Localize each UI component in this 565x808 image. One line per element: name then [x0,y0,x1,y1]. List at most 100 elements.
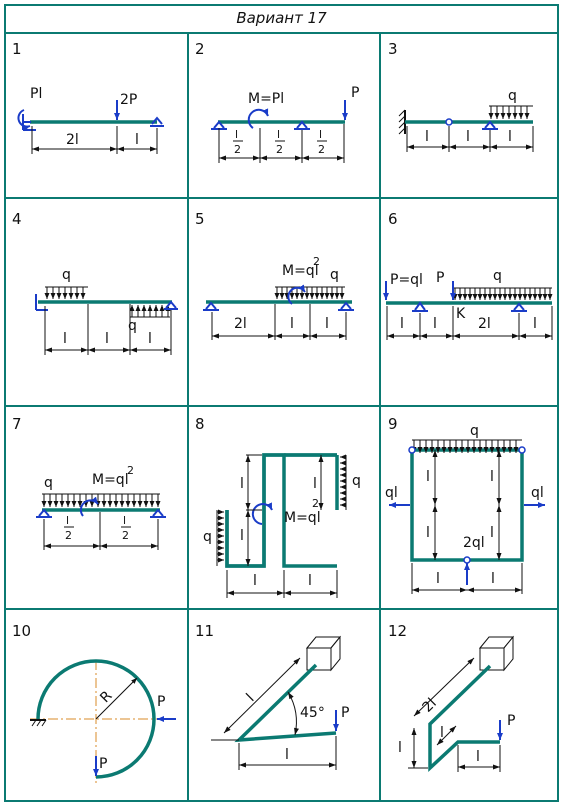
fraction-numerator: l [319,128,322,141]
radius-line [95,677,138,720]
problem-number: 2 [195,40,205,58]
moment-exponent: 2 [313,255,320,268]
dimension-label: l [290,316,294,332]
problem-3-diagram: q l l l [398,88,534,152]
dimension-label: l [308,573,312,589]
fraction-numerator: l [123,514,126,527]
distributed-load [452,288,553,300]
dimension-label: l [244,691,258,705]
problem-10-diagram: R P P [30,659,176,785]
dimension-label: l [313,476,317,492]
force-label: P [436,270,444,286]
problem-number: 9 [388,415,398,433]
dimension-lines [211,304,347,340]
dimension-label: l [491,571,495,587]
load-label: q [44,475,53,491]
moment-exponent: 2 [312,497,319,510]
dimension-label: l [425,129,429,145]
dimension-label: l [476,749,480,765]
moment-arrow [79,496,99,517]
fraction-denominator: 2 [318,143,325,156]
moment-label: M=ql [282,263,319,279]
fraction-denominator: 2 [234,143,241,156]
fraction-numerator: l [66,514,69,527]
problem-number: 1 [12,40,22,58]
moment-label: M=ql [284,510,321,526]
problem-number: 10 [12,622,32,640]
dimension-label: l [440,725,444,741]
problem-11-diagram: P 45° l l [211,635,349,770]
moment-label: M=ql [92,472,129,488]
problem-4-diagram: q q l l l [35,267,178,355]
moment-arrow [251,502,273,525]
hinge [518,446,526,454]
dimension-lines [411,450,523,594]
pin-support [203,301,219,311]
distributed-load [217,509,224,563]
hinge [445,118,453,126]
pin-support [412,301,428,312]
dimension-label: l [433,316,437,332]
dimension-label: 2l [478,316,491,332]
fraction-numerator: l [277,128,280,141]
dimension-label: l [325,316,329,332]
problem-number: 12 [388,622,408,640]
force-label: 2P [120,92,137,108]
dimension-label: 2l [66,132,79,148]
dimension-label: l [398,740,402,756]
problem-number: 11 [195,622,215,640]
dimension-label: l [240,528,244,544]
roller-support [294,120,310,130]
dimension-label: l [533,316,537,332]
wall-block [478,635,515,672]
moment-label: Pl [30,86,42,102]
dimension-label: l [135,132,139,148]
problem-number: 8 [195,415,205,433]
distributed-load [274,287,345,299]
distributed-load [41,494,161,507]
force-label: P=ql [390,272,423,288]
angle-arc [287,691,299,736]
pin-support [338,301,354,311]
moment-arrow [287,284,306,305]
problem-12-diagram: P 2l l l l [398,635,515,773]
wall-hatch [398,109,406,135]
dimension-lines [43,512,159,550]
pin-support [150,508,166,518]
problem-number: 5 [195,210,205,228]
problem-number: 4 [12,210,22,228]
dimension-lines [386,306,553,340]
pin-support [482,120,498,130]
problem-9-diagram: q ql ql 2ql l l l l l l [385,423,545,594]
load-label: q [330,267,339,283]
problem-number: 6 [388,210,398,228]
hinge [463,556,471,564]
dimension-lines [226,454,338,598]
moment-label: M=Pl [248,91,284,107]
dimension-label: l [240,476,244,492]
dimension-label: l [148,331,152,347]
problem-7-diagram: q M=ql 2 l 2 l 2 [36,464,166,550]
moment-exponent: 2 [127,464,134,477]
moment-arrow [17,109,31,132]
dimension-label: l [466,129,470,145]
dimension-label: l [490,469,494,485]
load-label: q [128,318,137,334]
force-label: ql [531,485,544,501]
point-label: K [456,306,466,322]
dimension-lines [31,126,158,154]
dimension-label: l [285,747,289,763]
force-label: P [341,705,349,721]
dimension-label: l [508,129,512,145]
dimension-lines [218,124,345,163]
fraction-numerator: l [235,128,238,141]
dimension-lines [44,304,172,355]
wall-hatch [30,719,47,727]
distributed-load [44,287,86,299]
wall-block [305,635,342,672]
dimension-label: l [63,331,67,347]
load-label: q [203,529,212,545]
fraction-denominator: 2 [122,529,129,542]
